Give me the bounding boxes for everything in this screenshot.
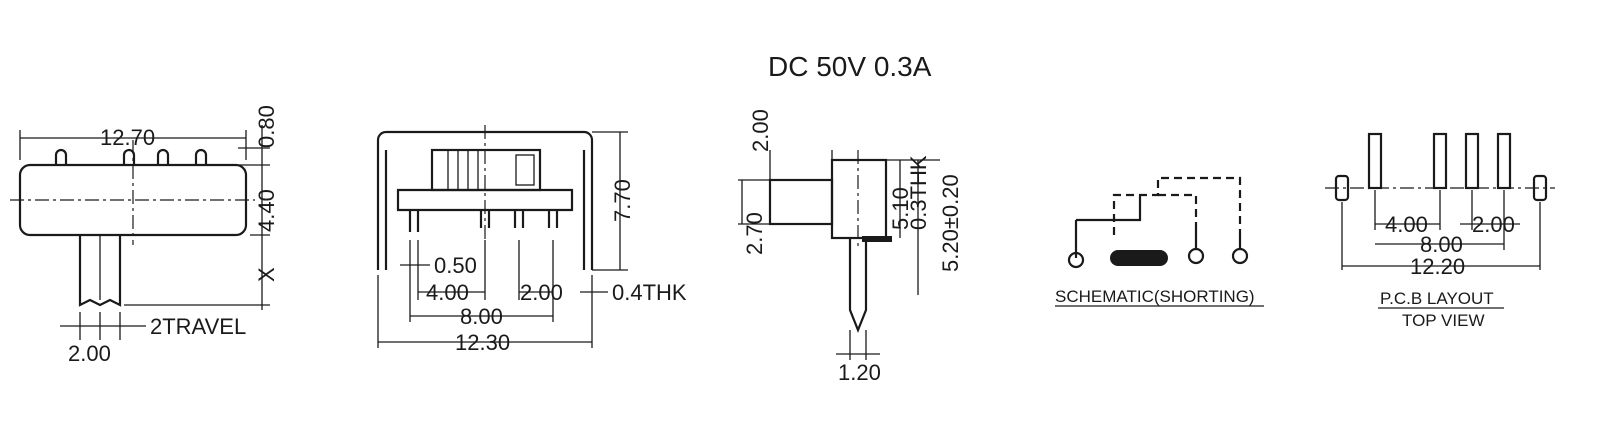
terminal-bump — [122, 148, 136, 165]
schematic-dashed-path — [1158, 193, 1198, 230]
dim-offset-label: 0.80 — [254, 105, 279, 148]
pcb-caption: P.C.B LAYOUT — [1380, 289, 1494, 308]
pcb-layout: 4.00 2.00 8.00 12.20 P.C.B LAYOUT TOP VI… — [1325, 132, 1555, 330]
schematic-wire — [1076, 195, 1142, 222]
slide-lever — [78, 235, 122, 307]
terminal-bump — [156, 148, 170, 165]
body-b-label: 5.20±0.20 — [938, 174, 963, 272]
mount-pad — [1532, 174, 1548, 202]
schematic-lead — [1194, 230, 1242, 248]
pin — [408, 210, 420, 232]
shorting-contact — [1110, 250, 1168, 266]
pin-width-label: 0.50 — [434, 253, 477, 278]
lever-length-label: 2.00 — [748, 109, 773, 152]
pitch-a-label: 4.00 — [426, 280, 469, 305]
front-view: 12.70 0.80 4.40 X 2TRAVEL 2.00 — [10, 105, 279, 366]
pin — [479, 210, 491, 228]
side-view: 7.70 0.50 4.00 2.00 0.4THK 8.00 12.30 — [376, 125, 687, 355]
pcb-slot — [1367, 132, 1383, 190]
end-view: 2.00 2.70 5.10 0.3THK 5.20±0.20 1.20 — [738, 109, 963, 385]
rating-label: DC 50V 0.3A — [768, 51, 932, 82]
lever-height-label: 2.70 — [742, 212, 767, 255]
end-body — [830, 158, 888, 240]
schematic-dashed-path — [1112, 176, 1242, 235]
body-width-label: 12.30 — [455, 330, 510, 355]
span-a-label: 8.00 — [1420, 232, 1463, 257]
pin-width-label: 1.20 — [838, 360, 881, 385]
frame-inner — [384, 150, 586, 270]
pcb-slot — [1464, 132, 1480, 190]
pitch-b-label: 2.00 — [520, 280, 563, 305]
dim-height-label: 4.40 — [254, 189, 279, 232]
pcb-caption-view: TOP VIEW — [1402, 311, 1485, 330]
travel-label: 2TRAVEL — [150, 314, 246, 339]
terminal-circle — [1231, 247, 1249, 265]
base-plate — [396, 188, 574, 212]
pin-span-label: 8.00 — [460, 304, 503, 329]
slider-tab — [515, 154, 535, 186]
schematic: SCHEMATIC(SHORTING) — [1055, 176, 1264, 307]
body-a-label: 5.10 — [888, 187, 913, 230]
pin — [547, 210, 559, 228]
mount-plate — [862, 236, 892, 242]
thickness-label: 0.4THK — [612, 280, 687, 305]
pcb-slot — [1496, 132, 1512, 190]
terminal-circle — [1187, 247, 1205, 265]
pin — [513, 210, 525, 228]
end-lever — [768, 178, 834, 226]
lever-width-label: 2.00 — [68, 341, 111, 366]
terminal-bump — [194, 148, 208, 165]
dim-height-label: 7.70 — [610, 179, 635, 222]
plate-thk-label: 0.3THK — [906, 155, 931, 230]
pcb-slot — [1432, 132, 1448, 190]
pitch-b-label: 2.00 — [1472, 212, 1515, 237]
schematic-caption: SCHEMATIC(SHORTING) — [1055, 287, 1255, 306]
span-b-label: 12.20 — [1410, 254, 1465, 279]
dim-width-label: 12.70 — [100, 125, 155, 150]
terminal-bump — [54, 148, 68, 165]
dim-lever-label: X — [254, 267, 279, 282]
mount-pad — [1334, 174, 1350, 202]
pitch-a-label: 4.00 — [1385, 212, 1428, 237]
terminal-circle — [1067, 251, 1085, 269]
end-pin — [848, 238, 868, 333]
